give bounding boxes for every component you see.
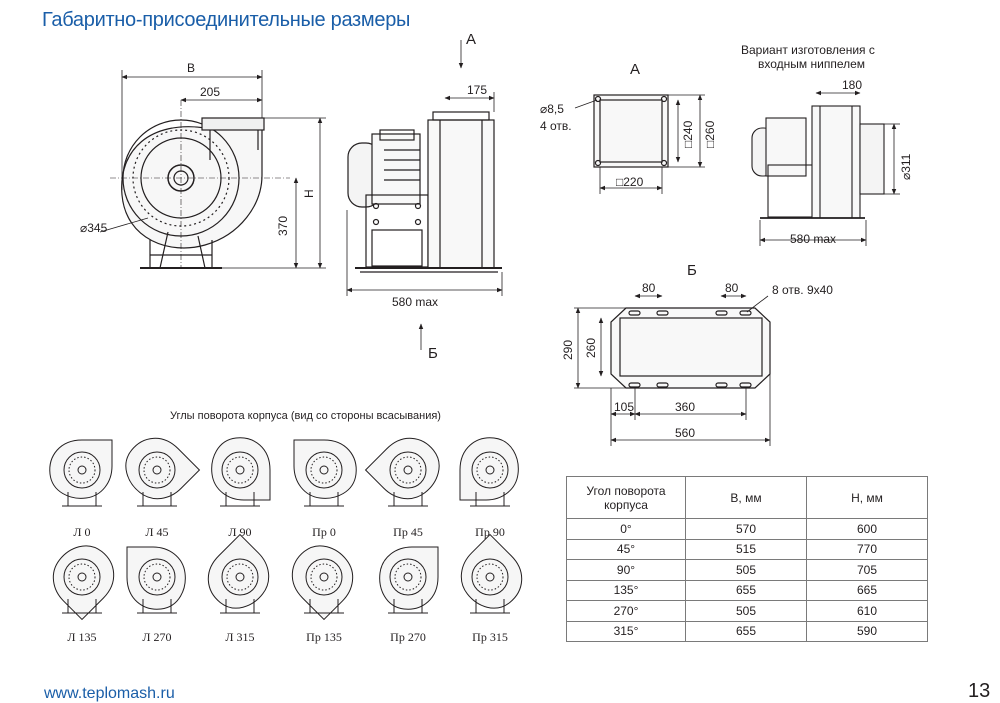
dim-hole-diameter: ⌀8,5 xyxy=(540,102,564,116)
rotation-label: Л 0 xyxy=(73,525,90,539)
cell-angle: 315° xyxy=(566,620,686,642)
dim-slot-left-80: 80 xyxy=(642,281,656,295)
nipple-title-line1: Вариант изготовления с xyxy=(741,43,875,57)
rotation-icon xyxy=(126,546,186,614)
side-view xyxy=(347,111,502,273)
cell-b: 655 xyxy=(685,579,807,601)
dim-nipple-311: ⌀311 xyxy=(899,153,913,180)
holes-note: 8 отв. 9х40 xyxy=(772,283,833,297)
nipple-variant-view xyxy=(751,105,885,219)
rotation-label: Пр 45 xyxy=(393,525,423,539)
dim-290: 290 xyxy=(561,340,575,360)
cell-h: 590 xyxy=(806,620,928,642)
dim-outlet-205: 205 xyxy=(200,85,220,99)
dim-h-label: H xyxy=(302,189,316,198)
table-header-row: Угол поворота корпуса В, мм Н, мм xyxy=(566,476,928,519)
website-link[interactable]: www.teplomash.ru xyxy=(44,685,175,702)
rotation-label: Пр 90 xyxy=(475,525,505,539)
view-arrow-b: Б xyxy=(428,345,438,362)
dim-260: □260 xyxy=(703,120,717,148)
nipple-title-line2: входным ниппелем xyxy=(758,57,865,71)
dim-b-label: B xyxy=(187,61,195,75)
view-b-base xyxy=(610,307,771,389)
rotations-caption: Углы поворота корпуса (вид со стороны вс… xyxy=(170,410,441,422)
dim-diameter-345: ⌀345 xyxy=(80,221,108,235)
view-a-flange xyxy=(593,94,669,168)
header-b: В, мм xyxy=(685,476,807,519)
rotation-icon xyxy=(52,545,115,621)
dim-axis-370: 370 xyxy=(276,216,290,236)
dim-220: □220 xyxy=(616,175,644,189)
rotation-icon xyxy=(211,437,271,507)
cell-angle: 45° xyxy=(566,538,686,560)
rotation-label: Л 135 xyxy=(67,630,96,644)
front-view xyxy=(110,100,290,269)
rotation-icon xyxy=(49,439,113,507)
rotation-icon xyxy=(459,437,519,507)
cell-b: 505 xyxy=(685,559,807,581)
dim-360: 360 xyxy=(675,400,695,414)
dim-260-b: 260 xyxy=(584,338,598,358)
rotation-icon xyxy=(291,545,354,621)
rotation-label: Л 90 xyxy=(228,525,251,539)
cell-h: 770 xyxy=(806,538,928,560)
rotation-icon xyxy=(207,533,270,614)
dim-hole-count: 4 отв. xyxy=(540,119,572,133)
header-angle: Угол поворота корпуса xyxy=(566,476,686,519)
cell-h: 600 xyxy=(806,518,928,540)
cell-h: 705 xyxy=(806,559,928,581)
rotation-label: Л 270 xyxy=(142,630,171,644)
dim-length-580: 580 max xyxy=(392,295,438,309)
view-b-label: Б xyxy=(687,262,697,279)
cell-h: 665 xyxy=(806,579,928,601)
cell-angle: 0° xyxy=(566,518,686,540)
dim-outlet-175: 175 xyxy=(467,83,487,97)
rotation-label: Л 45 xyxy=(145,525,168,539)
rotation-label: Пр 135 xyxy=(306,630,342,644)
view-a-label: А xyxy=(630,61,640,78)
dim-240: □240 xyxy=(681,120,695,148)
rotation-label: Л 315 xyxy=(225,630,254,644)
cell-angle: 90° xyxy=(566,559,686,581)
rotation-label: Пр 315 xyxy=(472,630,508,644)
front-view-dimensions xyxy=(99,70,326,269)
cell-h: 610 xyxy=(806,600,928,622)
side-view-dimensions xyxy=(346,40,503,350)
rotation-icons: Л 0 Л 45 Л 90 Пр 0 Пр 45 Пр 90 Л 135 Л 270 Л 315… xyxy=(49,437,523,644)
cell-angle: 270° xyxy=(566,600,686,622)
dim-105: 105 xyxy=(614,400,634,414)
dim-560: 560 xyxy=(675,426,695,440)
rotation-label: Пр 0 xyxy=(312,525,336,539)
header-h: Н, мм xyxy=(806,476,928,519)
rotation-label: Пр 270 xyxy=(390,630,426,644)
cell-b: 570 xyxy=(685,518,807,540)
dim-nipple-180: 180 xyxy=(842,78,862,92)
cell-angle: 135° xyxy=(566,579,686,601)
page-title: Габаритно-присоединительные размеры xyxy=(42,9,411,31)
cell-b: 515 xyxy=(685,538,807,560)
rotation-icon xyxy=(125,437,201,507)
dim-nipple-580: 580 max xyxy=(790,232,836,246)
rotation-icon xyxy=(293,439,357,507)
dim-slot-right-80: 80 xyxy=(725,281,739,295)
cell-b: 505 xyxy=(685,600,807,622)
page-number: 13 xyxy=(968,680,991,702)
view-arrow-a: А xyxy=(466,31,476,48)
rotation-icon xyxy=(364,437,440,507)
cell-b: 655 xyxy=(685,620,807,642)
rotation-icon xyxy=(379,546,439,614)
rotation-icon xyxy=(460,533,523,614)
